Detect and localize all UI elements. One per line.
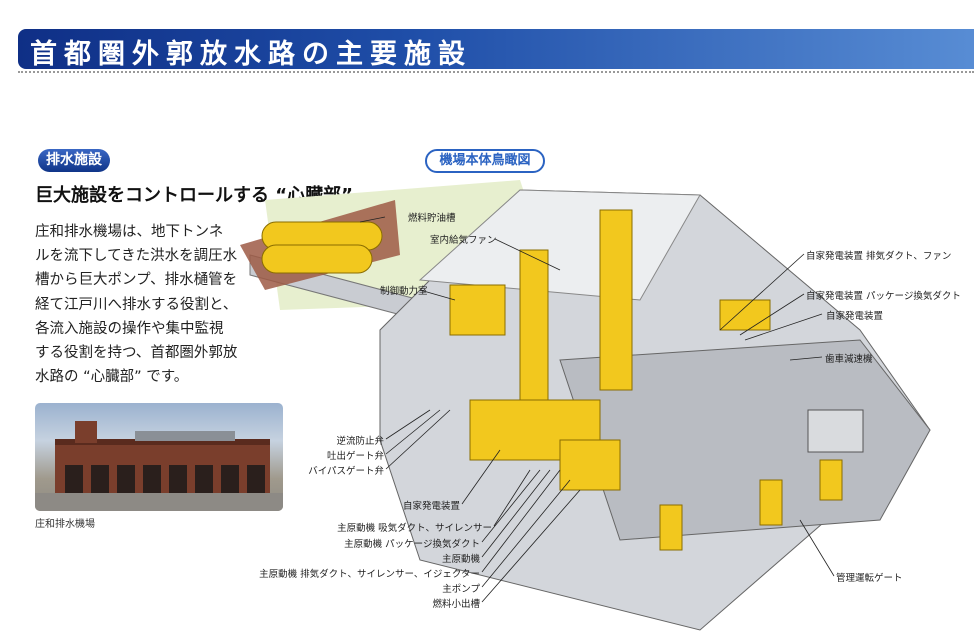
body-line: 経て江戸川へ排水する役割と、 <box>35 296 238 313</box>
diagram-badge: 機場本体鳥瞰図 <box>425 149 545 173</box>
label-fuel-small: 燃料小出槽 <box>432 599 480 610</box>
photo-caption: 庄和排水機場 <box>35 519 95 530</box>
body-line: する役割を持つ、首都圏外郭放 <box>35 345 238 362</box>
label-bypass-gate: バイパスゲート弁 <box>308 466 384 477</box>
page-title: 首都圏外郭放水路の主要施設 <box>30 39 472 70</box>
label-gen-exhaust: 自家発電装置 排気ダクト、ファン <box>806 251 952 262</box>
title-bar: 首都圏外郭放水路の主要施設 <box>18 29 974 70</box>
building-photo-illustration <box>35 421 283 511</box>
body-text: 庄和排水機場は、地下トンネ ルを流下してきた洪水を調圧水 槽から巨大ポンプ、排水… <box>35 220 275 389</box>
fuel-tank-illustration <box>261 221 383 274</box>
divider <box>18 71 974 73</box>
label-check-valve: 逆流防止弁 <box>336 436 384 447</box>
label-discharge-gate: 吐出ゲート弁 <box>326 451 384 462</box>
control-box <box>807 409 864 453</box>
label-intake-fan: 室内給気ファン <box>430 235 497 246</box>
label-fuel-tank: 燃料貯油槽 <box>408 213 456 224</box>
leader-lines <box>359 216 835 603</box>
label-control-room: 制御動力室 <box>380 286 428 297</box>
label-gen-vent: 自家発電装置 パッケージ換気ダクト <box>806 291 961 302</box>
label-gen-left: 自家発電装置 <box>402 501 460 512</box>
pump-station-photo <box>35 403 283 511</box>
section-badge: 排水施設 <box>38 149 110 172</box>
label-gear-reducer: 歯車減速機 <box>825 354 873 365</box>
label-engine-vent: 主原動機 パッケージ換気ダクト <box>344 539 480 550</box>
body-line: 庄和排水機場は、地下トンネ <box>35 224 224 240</box>
label-engine-intake: 主原動機 吸気ダクト、サイレンサー <box>337 523 492 534</box>
label-main-pump: 主ポンプ <box>442 584 480 595</box>
label-mgmt-gate: 管理運転ゲート <box>836 573 903 584</box>
body-line: 水路の “心臓部” です。 <box>35 369 189 386</box>
label-engine: 主原動機 <box>441 554 480 565</box>
body-line: ルを流下してきた洪水を調圧水 <box>35 248 238 265</box>
body-line: 槽から巨大ポンプ、排水樋管を <box>35 272 238 289</box>
label-engine-exhaust: 主原動機 排気ダクト、サイレンサー、イジェクター <box>259 569 480 580</box>
equipment <box>449 209 843 551</box>
label-gen-right: 自家発電装置 <box>826 311 884 322</box>
body-line: 各流入施設の操作や集中監視 <box>35 320 224 337</box>
